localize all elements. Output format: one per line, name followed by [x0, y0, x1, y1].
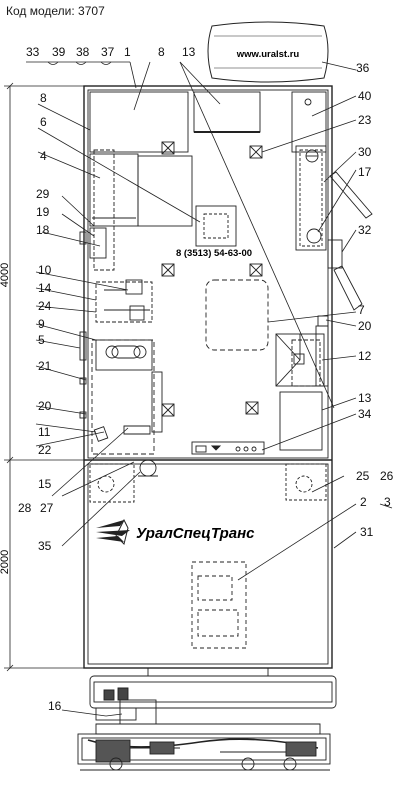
callout-17: 17: [358, 165, 372, 179]
callout-6: 6: [40, 115, 47, 129]
dimension-upper: 4000: [0, 263, 11, 287]
callout-1: 1: [124, 45, 131, 59]
callout-34: 34: [358, 407, 372, 421]
callout-27: 27: [40, 501, 54, 515]
callout-20-right: 20: [358, 319, 372, 333]
callout-33: 33: [26, 45, 40, 59]
header-leader-lines: [26, 61, 151, 111]
callout-23: 23: [358, 113, 372, 127]
callout-21: 21: [38, 359, 52, 373]
callout-11: 11: [38, 425, 51, 439]
callout-3: 3: [384, 495, 391, 509]
brand-logo-text: УралСпецТранс: [136, 525, 255, 542]
callout-25: 25: [356, 469, 370, 483]
callout-9: 9: [38, 317, 45, 331]
callout-38: 38: [76, 45, 90, 59]
van-body: [83, 85, 333, 669]
callout-39: 39: [52, 45, 66, 59]
callout-24: 24: [38, 299, 52, 313]
callout-37: 37: [101, 45, 115, 59]
callout-2: 2: [360, 495, 367, 509]
callout-31: 31: [360, 525, 374, 539]
chassis-drawing: [77, 667, 337, 771]
callout-26: 26: [380, 469, 394, 483]
callout-5: 5: [38, 333, 45, 347]
cab-badge: [207, 21, 329, 83]
callout-40: 40: [358, 89, 372, 103]
callout-4: 4: [40, 149, 47, 163]
callout-7: 7: [358, 303, 365, 317]
callout-20-left: 20: [38, 399, 52, 413]
callout-19: 19: [36, 205, 50, 219]
callout-12: 12: [358, 349, 372, 363]
dimension-lines: [4, 82, 84, 672]
callout-30: 30: [358, 145, 372, 159]
phone-text: 8 (3513) 54-63-00: [176, 248, 252, 259]
callout-leaders: [35, 61, 393, 717]
callout-22: 22: [38, 443, 52, 457]
upper-compartment: [79, 91, 373, 455]
brand-logo-mark: [96, 518, 130, 545]
callout-28: 28: [18, 501, 32, 515]
callout-32: 32: [358, 223, 372, 237]
callout-10: 10: [38, 263, 52, 277]
model-code-label: Код модели: 3707: [6, 4, 105, 18]
dimension-lower: 2000: [0, 550, 11, 574]
callout-16: 16: [48, 699, 62, 713]
callout-13-right: 13: [358, 391, 372, 405]
callout-14: 14: [38, 281, 52, 295]
callout-29: 29: [36, 187, 50, 201]
callout-numbers: 33 39 38 37 1 8 13 36 8 40 6 23 4 30 17 …: [18, 45, 394, 713]
callout-15: 15: [38, 477, 52, 491]
callout-18: 18: [36, 223, 50, 237]
callout-35: 35: [38, 539, 52, 553]
callout-13-top: 13: [182, 45, 196, 59]
website-text: www.uralst.ru: [236, 49, 300, 60]
lower-compartment: [89, 459, 327, 649]
vent-squares: [161, 141, 263, 417]
callout-8-top: 8: [158, 45, 165, 59]
callout-8-left: 8: [40, 91, 47, 105]
callout-36: 36: [356, 61, 370, 75]
